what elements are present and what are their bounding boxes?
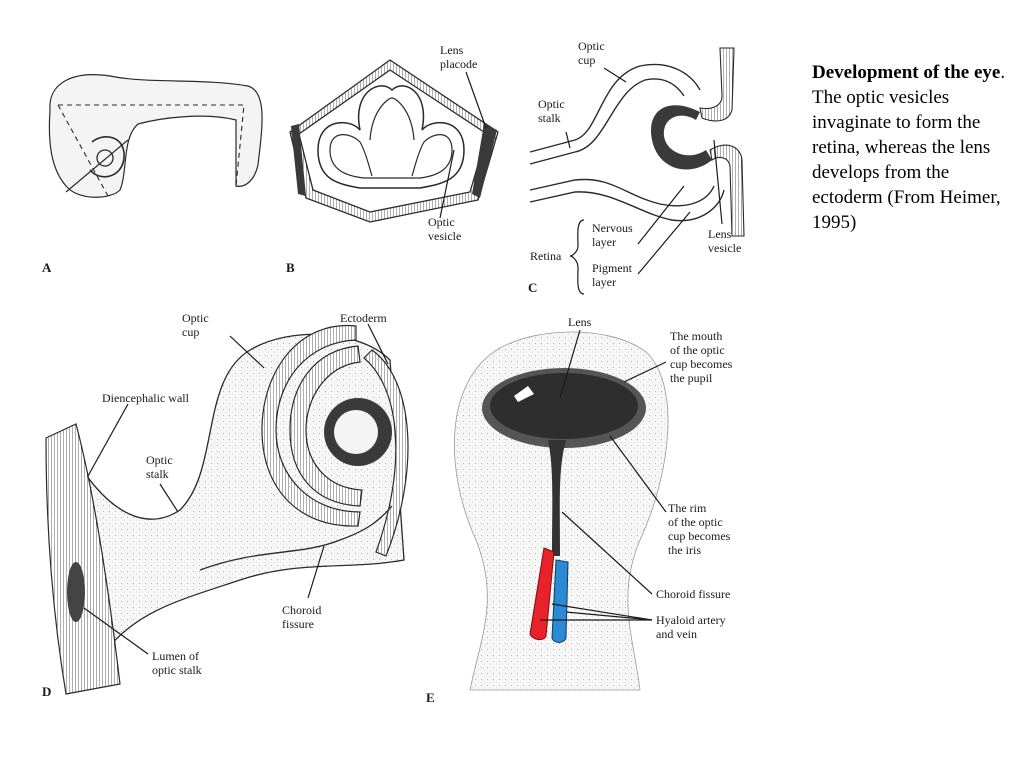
lens-vesicle-lumen [334,410,378,454]
lens-placode-left [291,124,306,196]
lens-vesicle-label: Lens vesicle [708,227,741,255]
mouth-lead [623,361,667,383]
panel-e-letter: E [426,690,435,705]
optic-stalk-label: Optic stalk [538,97,568,125]
optic-cup-label: Optic cup [578,39,608,67]
lumen-label: Lumen of optic stalk [152,649,202,677]
panel-a-letter: A [42,260,52,275]
nervous-layer-lead [637,185,685,245]
retina-label: Retina [530,249,562,263]
lens-e-lead [559,329,581,399]
rim-label: The rim of the optic cup becomes the iri… [668,501,733,557]
panel-d: Optic cup Ectoderm Diencephalic wall Opt… [42,311,409,699]
choroid-fissure-e [548,440,566,556]
lens-placode-lead [465,71,487,129]
pigment-layer-label: Pigment layer [592,261,635,289]
ectoderm-strip [363,349,409,557]
hyaloid-lead-2 [565,611,653,621]
retina-brace [569,219,585,295]
embryo-optic-bulge [89,136,125,178]
caption-title: Development of the eye [812,62,1001,83]
optic-vesicle-outline [317,85,465,189]
optic-vesicle-lead [439,149,455,219]
rim-lead [609,435,667,513]
lumen-lead [83,607,149,655]
hyaloid-lead-1 [551,603,653,621]
optic-cup-upper-wall [529,63,701,165]
panel-c-letter: C [528,280,537,295]
embryo-optic-vesicle-circle [96,149,114,167]
nervous-layer-label: Nervous layer [592,221,636,249]
optic-cup-lower-wall [529,178,725,222]
optic-cup-d-lead [229,335,265,369]
lens-vesicle-tube-upper [699,47,735,122]
lens-placode-label: Lens placode [440,43,477,71]
pigment-layer-lead [637,211,691,275]
optic-stalk-lead [565,131,571,149]
section-plane-line [65,139,129,193]
choroid-fissure-d-lead [307,545,325,599]
panel-e: Lens The mouth of the optic cup becomes … [426,315,735,705]
diencephalic-wall-label: Diencephalic wall [102,391,190,405]
figure-caption: Development of the eye. The optic vesicl… [812,60,1017,235]
lens-placode-right [472,124,497,198]
diencephalic-wall-lead [87,403,129,477]
optic-cup-lead [603,67,627,83]
embryo-head-outline [48,74,263,198]
optic-stalk-d-label: Optic stalk [146,453,176,481]
panel-a: A [42,74,263,275]
lens-vesicle-tube-lower [709,144,745,237]
mouth-label: The mouth of the optic cup becomes the p… [670,329,735,385]
lens-highlight [514,386,534,402]
hyaloid-artery [529,547,555,641]
diencephalic-wall [45,423,121,695]
lens-vesicle-lead [713,139,723,225]
lens-e-label: Lens [568,315,592,329]
optic-cup-d-label: Optic cup [182,311,212,339]
choroid-fissure-line [199,505,393,571]
caption-body: . The optic vesicles invaginate to form … [812,62,1006,233]
optic-cup-outer [261,324,361,527]
panel-d-letter: D [42,684,51,699]
retina-pigment-layer [651,105,712,170]
panel-b-letter: B [286,260,295,275]
panel-b: Lens placode Optic vesicle B [286,43,499,275]
choroid-fissure-d-label: Choroid fissure [282,603,324,631]
ectoderm-lead [367,323,389,365]
panel-c: Optic cup Optic stalk Retina Nervous lay… [528,39,745,295]
choroid-fissure-e-lead [561,511,653,595]
optic-vesicle-label: Optic vesicle [428,215,461,243]
choroid-fissure-e-label: Choroid fissure [656,587,730,601]
ectoderm-label: Ectoderm [340,311,387,325]
hyaloid-vein [551,559,569,643]
hyaloid-label: Hyaloid artery and vein [656,613,729,641]
inner-cavity [298,69,488,213]
lumen-of-optic-stalk [67,562,85,622]
optic-stalk-d-lead [159,483,179,513]
optic-cup-inner [289,345,363,507]
optic-vesicle-inner [329,97,453,179]
